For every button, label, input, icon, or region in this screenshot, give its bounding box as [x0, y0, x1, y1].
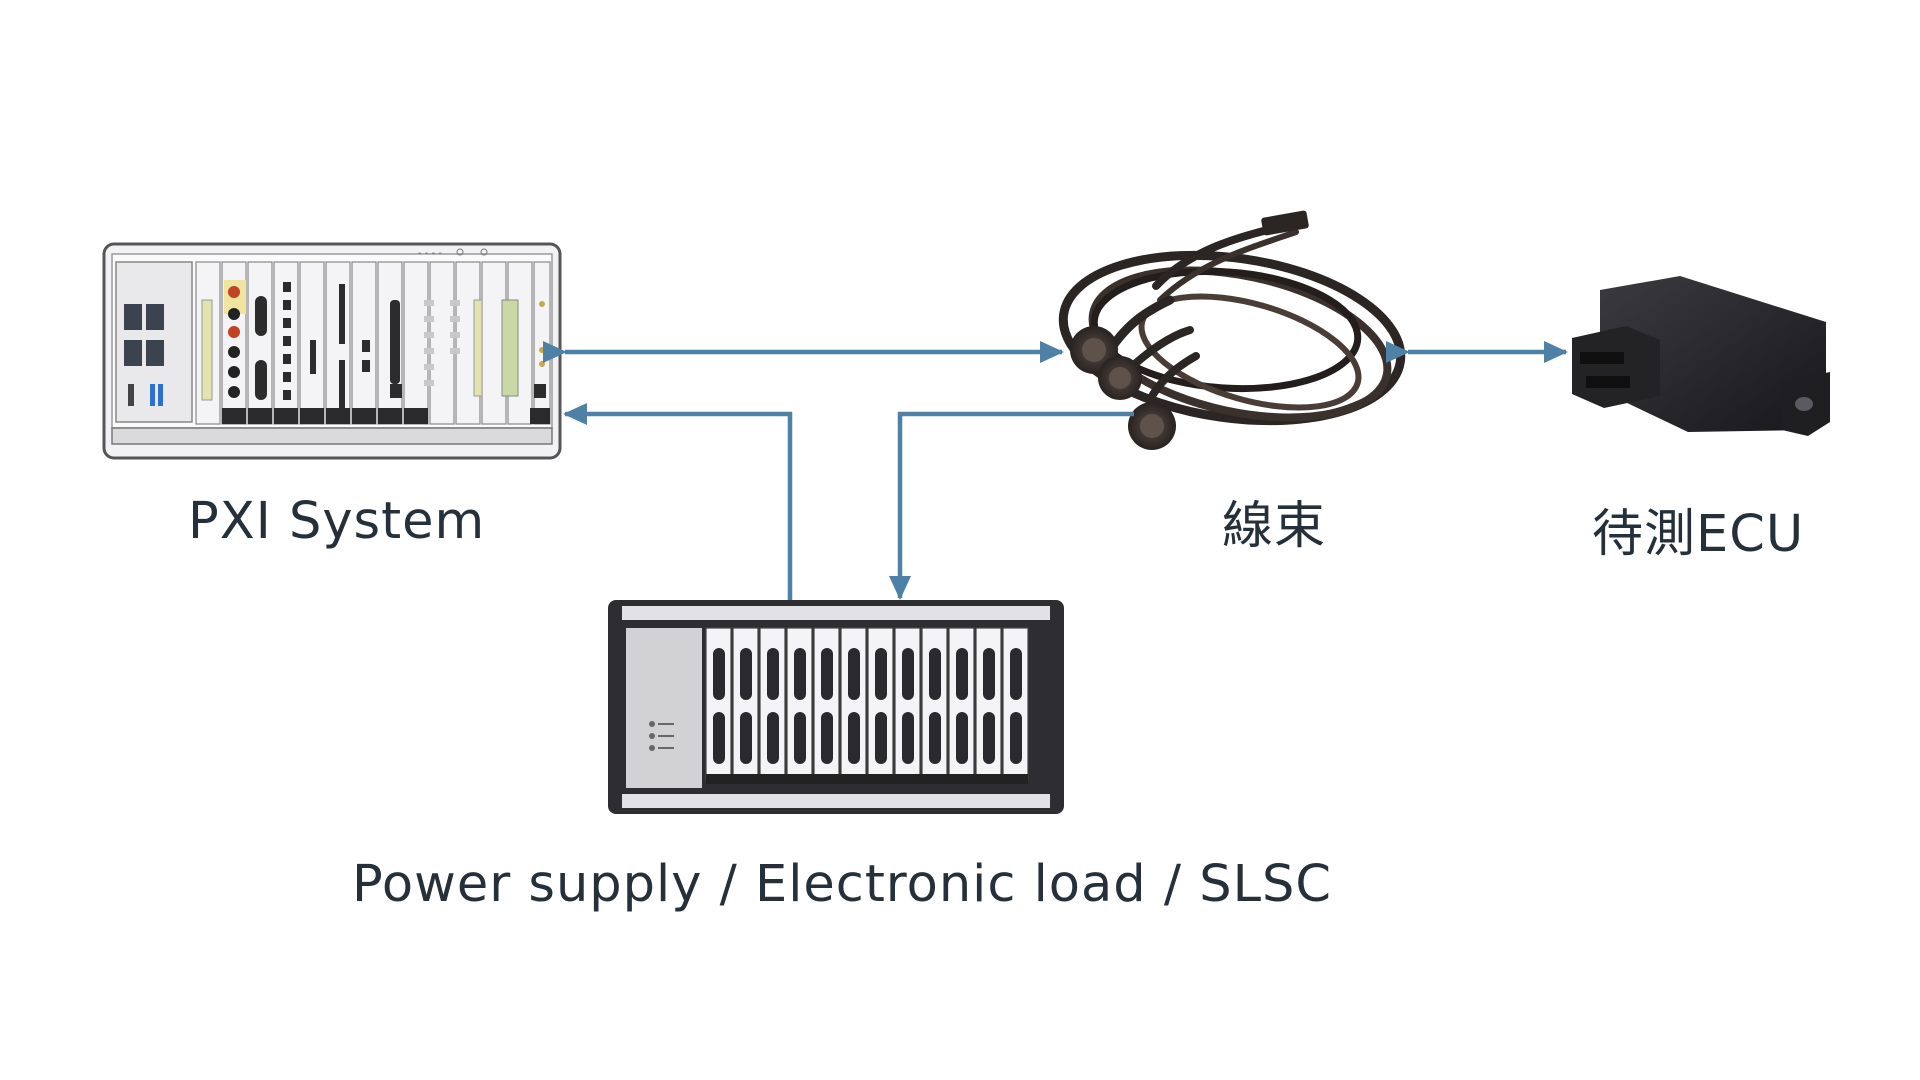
wire-harness-icon: [1058, 210, 1406, 450]
slsc-chassis-icon: [608, 600, 1064, 814]
power-supply-label: Power supply / Electronic load / SLSC: [352, 855, 1332, 914]
svg-text:- - - -: - - - -: [418, 248, 442, 259]
pxi-chassis-icon: - - - -: [102, 242, 562, 460]
wire-harness-label: 線束: [1222, 497, 1327, 556]
pxi-system-label: PXI System: [188, 492, 486, 551]
arrow-harness-power: [889, 411, 1134, 600]
arrow-power-pxi: [563, 403, 793, 600]
ecu-label: 待測ECU: [1592, 505, 1805, 564]
ecu-module-icon: [1572, 276, 1830, 436]
connection-arrows: [543, 341, 1568, 600]
